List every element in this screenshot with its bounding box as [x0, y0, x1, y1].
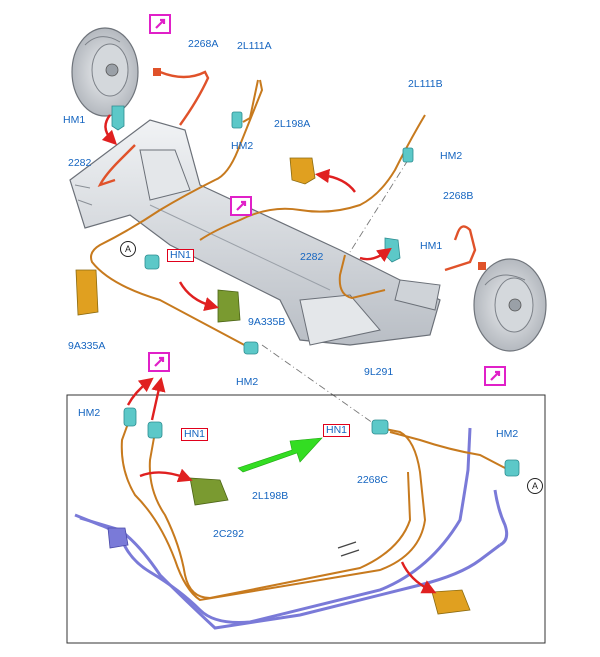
- fuel-filter-inset: [107, 527, 129, 549]
- brake-pipes-top: [90, 79, 426, 349]
- clip-hn1-inset-left: [147, 421, 163, 439]
- leader-lines: [261, 159, 409, 429]
- bracket-2L198B: [189, 477, 229, 506]
- red-arrows-inset: [126, 376, 437, 594]
- label-9L291: 9L291: [364, 366, 394, 378]
- brackets-top: [75, 157, 316, 323]
- rear-axle-beam: [69, 119, 441, 346]
- clip-hn1-top: [144, 254, 160, 270]
- label-hm2-left: HM2: [231, 140, 254, 152]
- label-2282-right: 2282: [300, 251, 324, 263]
- red-arrows-top: [101, 114, 392, 312]
- label-hm2-inset-left: HM2: [78, 407, 101, 419]
- label-9A335A: 9A335A: [68, 340, 106, 352]
- clip-hm1-right: [384, 237, 401, 263]
- clips-inset: [123, 407, 520, 477]
- page-reference-icon[interactable]: [148, 352, 170, 372]
- detail-callout-icon[interactable]: A: [120, 241, 136, 257]
- clip-hm1-left: [111, 105, 125, 131]
- label-hm1-right: HM1: [420, 240, 443, 252]
- bracket-2L198A: [289, 157, 316, 185]
- label-2268B: 2268B: [443, 190, 474, 202]
- label-2L111B: 2L111B: [408, 78, 443, 90]
- label-hn1-inset-left: HN1: [181, 428, 209, 441]
- label-2L111A: 2L111A: [237, 40, 272, 52]
- page-reference-icon[interactable]: [149, 14, 171, 34]
- green-highlight-arrow: [237, 437, 323, 473]
- clips-top: [111, 105, 414, 355]
- label-2L198A: 2L198A: [274, 118, 311, 130]
- bracket-9A335A: [75, 269, 99, 316]
- label-2L198B: 2L198B: [252, 490, 289, 502]
- label-2268A: 2268A: [188, 38, 219, 50]
- left-brake-backplate: [71, 27, 139, 117]
- page-reference-icon[interactable]: [484, 366, 506, 386]
- pipe-break-marks: [337, 541, 360, 557]
- detail-inset-frame: [66, 394, 546, 644]
- label-hm2-right: HM2: [440, 150, 463, 162]
- label-hn1-inset-right: HN1: [323, 424, 351, 437]
- clip-hm2-inset-right: [504, 459, 520, 477]
- hose-fitting-2268B: [478, 262, 486, 270]
- label-hm1-left: HM1: [63, 114, 86, 126]
- label-hn1-top: HN1: [167, 249, 195, 262]
- brake-pipes-inset: [120, 417, 506, 602]
- hose-fitting-2268A: [153, 68, 161, 76]
- page-reference-icon[interactable]: [230, 196, 252, 216]
- bracket-inset-right: [431, 589, 471, 615]
- flex-hoses-top: [97, 70, 477, 272]
- clip-hm2-left: [231, 111, 243, 129]
- label-hm2-inset-right: HM2: [496, 428, 519, 440]
- right-brake-backplate: [473, 258, 547, 352]
- bracket-9A335B: [217, 289, 241, 323]
- brackets-inset: [189, 477, 471, 615]
- label-2C292: 2C292: [213, 528, 244, 540]
- clip-hm2-center: [243, 341, 259, 355]
- clip-hn1-inset-right: [371, 419, 389, 435]
- label-2282-left: 2282: [68, 157, 92, 169]
- clip-hm2-inset-left: [123, 407, 137, 427]
- detail-callout-icon[interactable]: A: [527, 478, 543, 494]
- label-2268C: 2268C: [357, 474, 388, 486]
- label-9A335B: 9A335B: [248, 316, 286, 328]
- clip-hm2-right: [402, 147, 414, 163]
- label-hm2-center: HM2: [236, 376, 259, 388]
